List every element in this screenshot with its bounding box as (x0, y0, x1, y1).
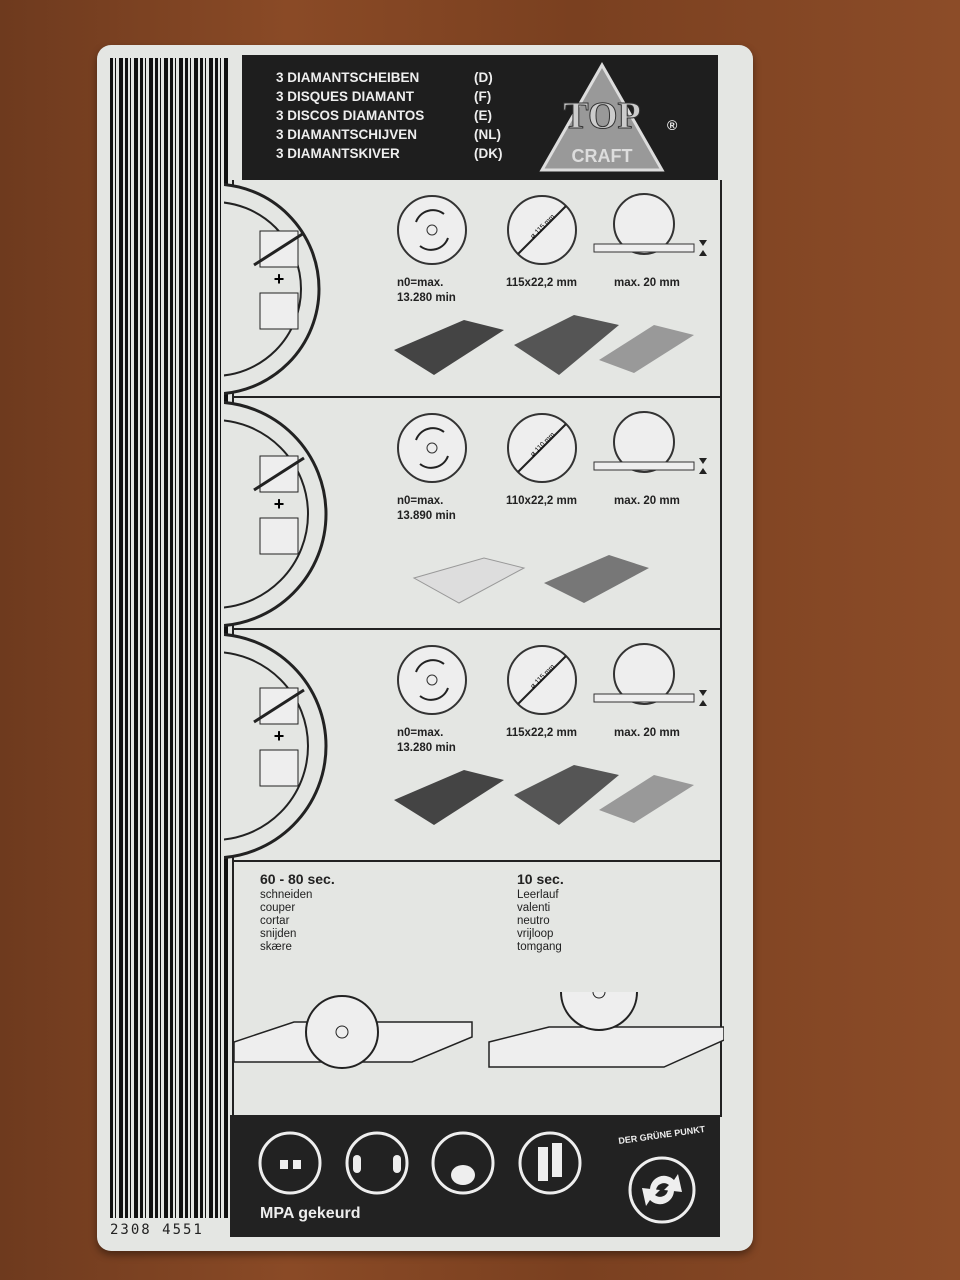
cut-time: 60 - 80 sec. (260, 871, 335, 887)
max-speed-label: n0=max. (397, 277, 444, 289)
stone-illustration (599, 325, 694, 373)
cut-word: snijden (260, 928, 297, 940)
cut-word: couper (260, 902, 296, 914)
disc-segment-illustration: + (224, 400, 328, 628)
cut-depth-icon (593, 643, 707, 706)
disc-section: + ø 110 mm n0=max. 13.890 min 110x22,2 m… (224, 398, 722, 630)
max-speed-label: n0=max. (397, 495, 444, 507)
disc-dimensions: 115x22,2 mm (506, 277, 577, 289)
material-illustrations (394, 765, 694, 825)
rotation-icon (397, 195, 467, 265)
title-line: 3 DIAMANTSKIVER (276, 146, 400, 161)
footer: MPA gekeurd DER GRÜNE PUNKT (230, 1115, 720, 1237)
svg-text:+: + (274, 494, 285, 514)
roof-tile-illustration (394, 320, 504, 375)
green-dot-logo (628, 1156, 696, 1224)
idle-word: tomgang (517, 941, 562, 953)
dust-mask-icon (431, 1131, 495, 1195)
ear-protection-icon (345, 1131, 409, 1195)
rotation-icon (397, 645, 467, 715)
tile-illustration (412, 557, 526, 604)
cut-word: cortar (260, 915, 290, 927)
max-speed-value: 13.890 min (397, 510, 456, 522)
barcode (110, 58, 228, 1218)
cut-depth-icon (593, 193, 707, 256)
usage-section: 60 - 80 sec. schneiden couper cortar sni… (232, 862, 724, 1117)
registered-mark: ® (667, 117, 678, 133)
safety-icons (258, 1131, 582, 1195)
cutting-diagram (234, 992, 724, 1069)
max-speed-value: 13.280 min (397, 742, 456, 754)
roof-tile-illustration (394, 770, 504, 825)
disc-dimensions: 115x22,2 mm (506, 727, 577, 739)
lang-code: (E) (474, 108, 492, 123)
title-line: 3 DISCOS DIAMANTOS (276, 108, 425, 123)
barcode-number: 2308 4551 (110, 1222, 204, 1238)
disc-section: + ø 115 mm n0=max. 13.280 min 115x22,2 m… (224, 180, 722, 398)
svg-text:+: + (274, 726, 285, 746)
cut-word: skære (260, 941, 292, 953)
brick-illustration (514, 315, 619, 375)
diameter-icon: ø 110 mm (507, 413, 577, 483)
svg-text:+: + (274, 269, 285, 289)
title-line: 3 DIAMANTSCHIJVEN (276, 127, 418, 142)
top-craft-logo: TOP CRAFT (539, 61, 665, 172)
gloves-icon (518, 1131, 582, 1195)
disc-icons: ø 115 mm (397, 643, 707, 715)
lang-code: (DK) (474, 146, 503, 161)
cut-depth-icon (593, 411, 707, 474)
lang-code: (NL) (474, 127, 501, 142)
disc-segment-illustration: + (224, 183, 321, 395)
lang-code: (D) (474, 70, 493, 85)
max-depth: max. 20 mm (614, 495, 680, 507)
cut-word: schneiden (260, 889, 313, 901)
disc-dimensions: 110x22,2 mm (506, 495, 577, 507)
disc-icons: ø 110 mm (397, 411, 707, 483)
max-depth: max. 20 mm (614, 277, 680, 289)
max-speed-value: 13.280 min (397, 292, 456, 304)
idle-word: valenti (517, 902, 551, 914)
max-speed-label: n0=max. (397, 727, 444, 739)
title-line: 3 DIAMANTSCHEIBEN (276, 70, 420, 85)
goggles-icon (258, 1131, 322, 1195)
disc-section: + ø 115 mm n0=max. 13.280 min 115x22,2 m… (224, 630, 722, 862)
idle-time: 10 sec. (517, 871, 564, 887)
idle-word: neutro (517, 915, 550, 927)
svg-text:CRAFT: CRAFT (572, 146, 633, 166)
material-illustrations (412, 555, 649, 604)
max-depth: max. 20 mm (614, 727, 680, 739)
idle-word: vrijloop (517, 928, 554, 940)
disc-segment-illustration: + (224, 632, 328, 860)
disc-icons: ø 115 mm (397, 193, 707, 265)
diameter-icon: ø 115 mm (507, 195, 577, 265)
brick-illustration (514, 765, 619, 825)
diameter-icon: ø 115 mm (507, 645, 577, 715)
stone-illustration (599, 775, 694, 823)
svg-text:TOP: TOP (563, 95, 640, 137)
rotation-icon (397, 413, 467, 483)
stone-illustration (544, 555, 649, 603)
idle-word: Leerlauf (517, 889, 559, 901)
mpa-label: MPA gekeurd (260, 1205, 361, 1222)
material-illustrations (394, 315, 694, 375)
lang-code: (F) (474, 89, 492, 104)
header: 3 DIAMANTSCHEIBEN (D) 3 DISQUES DIAMANT … (242, 55, 718, 180)
title-line: 3 DISQUES DIAMANT (276, 89, 415, 104)
